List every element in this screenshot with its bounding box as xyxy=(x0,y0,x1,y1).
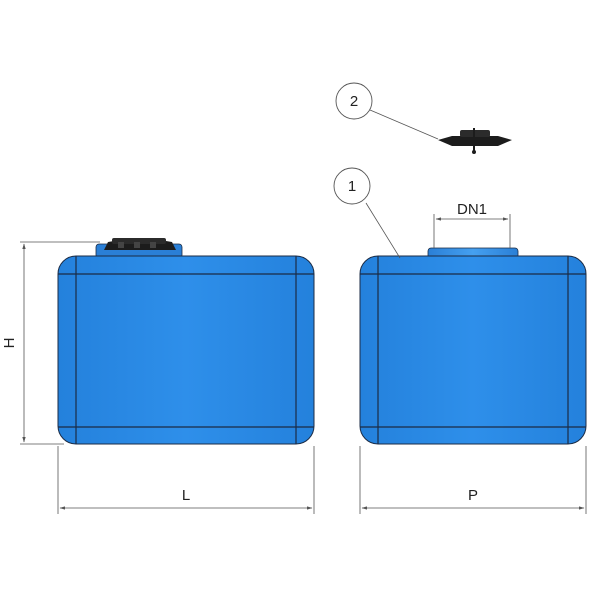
length-dimension: L xyxy=(57,446,315,514)
callout-2-number: 2 xyxy=(350,93,358,110)
front-view-lid xyxy=(95,238,183,259)
height-label: H xyxy=(1,338,18,349)
front-view-tank-body xyxy=(57,255,315,445)
callout-1: 1 xyxy=(333,167,401,259)
nozzle-label: DN1 xyxy=(457,201,487,218)
width-dimension: P xyxy=(359,446,587,514)
detached-lid xyxy=(438,128,512,154)
side-view-tank-body xyxy=(359,255,587,445)
front-view: H L xyxy=(1,238,315,514)
width-label: P xyxy=(468,487,478,504)
nozzle-dimension: DN1 xyxy=(433,201,511,248)
length-label: L xyxy=(182,487,190,504)
callout-2: 2 xyxy=(335,82,512,154)
height-dimension: H xyxy=(1,241,100,445)
callout-1-number: 1 xyxy=(348,178,356,195)
side-view: DN1 P xyxy=(359,201,587,514)
